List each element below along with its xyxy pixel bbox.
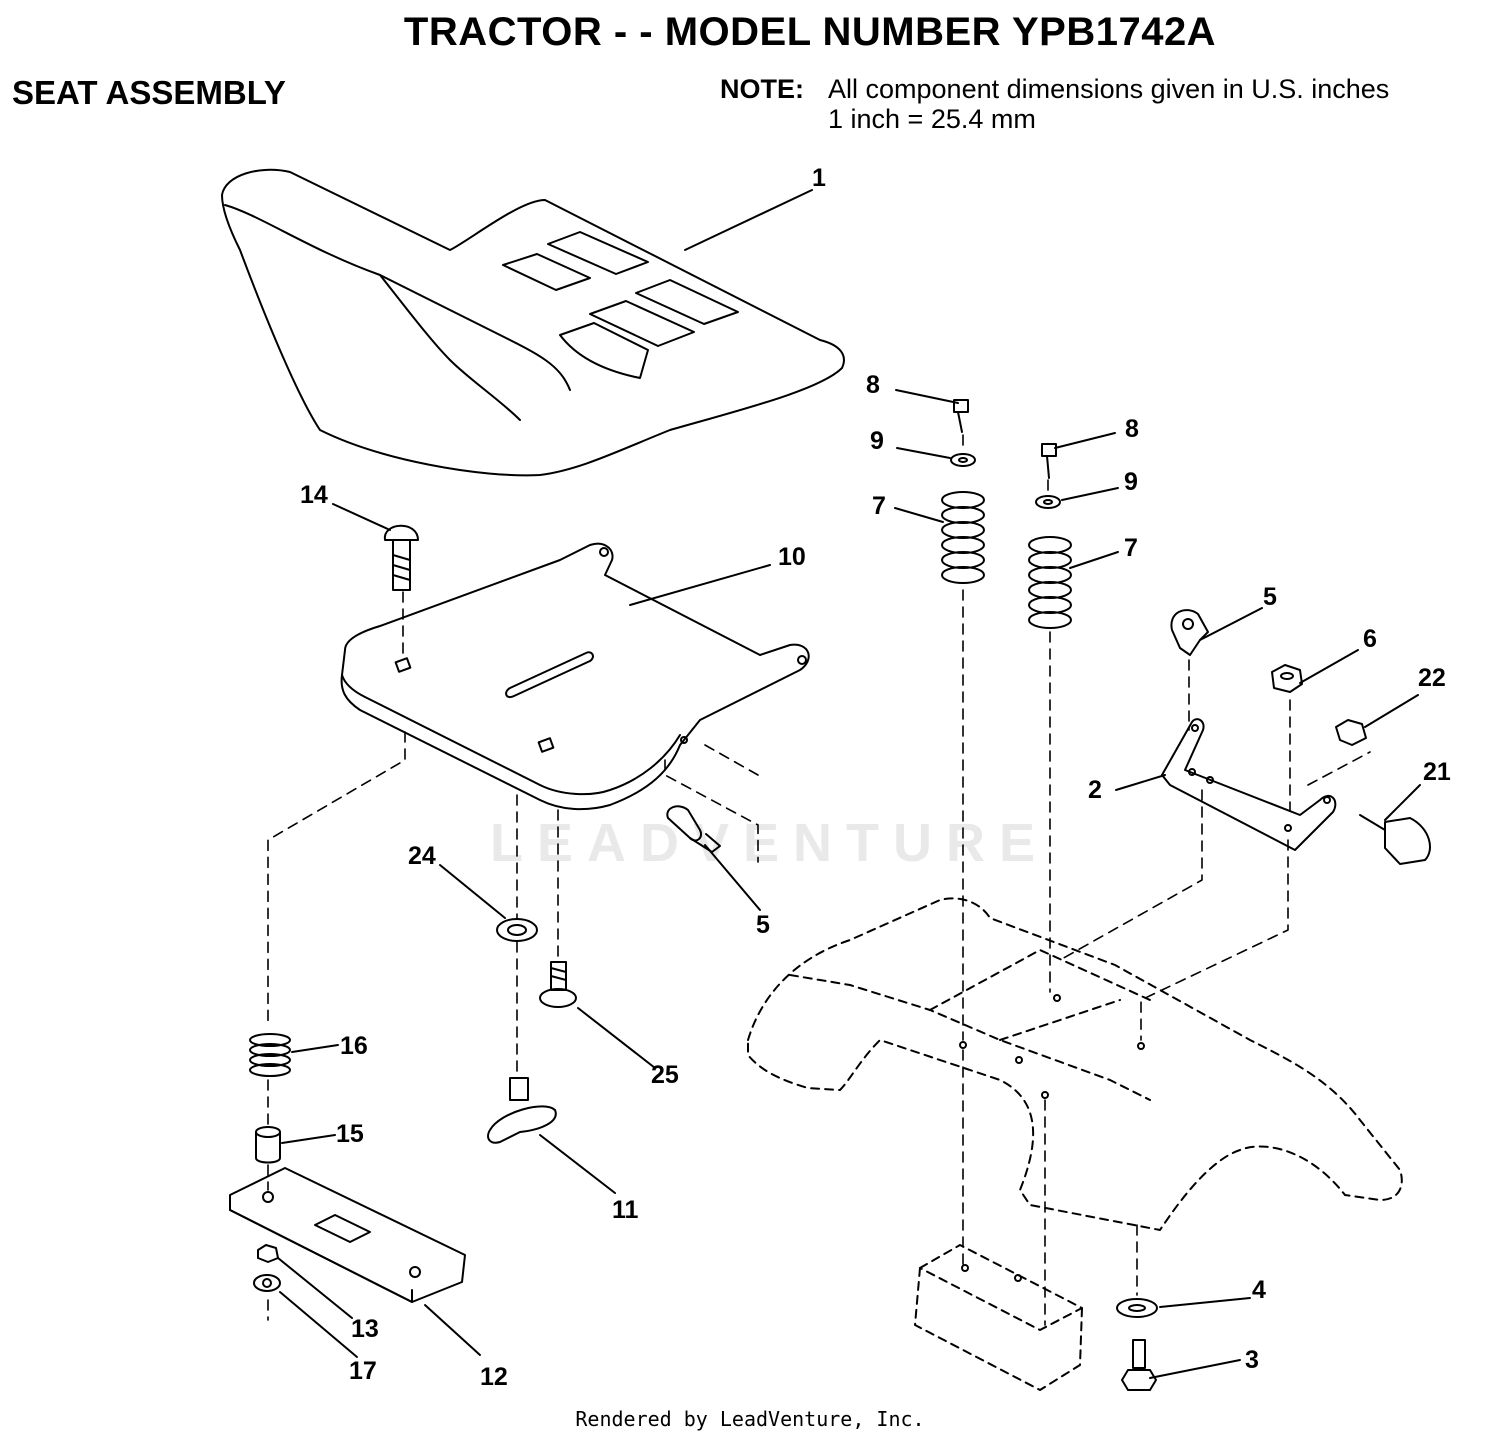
nut-part[interactable]	[1271, 664, 1303, 693]
callout-15: 15	[336, 1120, 364, 1148]
callout-6: 6	[1363, 625, 1377, 653]
callout-21: 21	[1423, 758, 1451, 786]
washer-part-right[interactable]	[1035, 495, 1061, 509]
callout-9-right: 9	[1124, 468, 1138, 496]
pin-part-right[interactable]	[1041, 443, 1057, 479]
page-title: TRACTOR - - MODEL NUMBER YPB1742A	[403, 10, 1217, 54]
carriage-bolt-part[interactable]	[383, 524, 419, 591]
hex-bolt-part[interactable]	[1359, 814, 1431, 865]
hex-nut-part[interactable]	[257, 1244, 279, 1263]
watermark: LEADVENTURE	[490, 813, 1050, 873]
callout-7-right: 7	[1124, 534, 1138, 562]
callout-2: 2	[1088, 776, 1102, 804]
callout-4: 4	[1252, 1276, 1266, 1304]
callout-25: 25	[651, 1061, 679, 1089]
note-line-1: All component dimensions given in U.S. i…	[828, 74, 1390, 104]
callout-24: 24	[408, 842, 436, 870]
coil-spring-part-right[interactable]	[1028, 536, 1072, 629]
callout-3: 3	[1245, 1346, 1259, 1374]
callout-16: 16	[340, 1032, 368, 1060]
large-washer-part[interactable]	[1116, 1298, 1158, 1318]
callout-7-left: 7	[872, 492, 886, 520]
fender-outline	[747, 897, 1403, 1391]
callout-8-right: 8	[1125, 415, 1139, 443]
seat-part[interactable]	[221, 168, 845, 477]
footer-credit: Rendered by LeadVenture, Inc.	[575, 1407, 925, 1431]
bracket-part[interactable]	[1161, 718, 1337, 851]
callout-5-left: 5	[756, 911, 770, 939]
cap-screw-part[interactable]	[1121, 1339, 1157, 1391]
washer-part-left[interactable]	[950, 453, 976, 467]
spacer-part[interactable]	[255, 1126, 281, 1164]
callout-14: 14	[300, 481, 328, 509]
note-line-2: 1 inch = 25.4 mm	[828, 104, 1036, 134]
callout-5-right: 5	[1263, 583, 1277, 611]
pin-part-left[interactable]	[953, 399, 969, 433]
clip-part-right[interactable]	[1170, 609, 1209, 656]
note-label: NOTE:	[720, 74, 804, 104]
flange-nut-part[interactable]	[253, 1274, 281, 1292]
spring-part[interactable]	[249, 1033, 291, 1077]
callout-22: 22	[1418, 664, 1446, 692]
clip-part-left[interactable]	[666, 805, 721, 853]
coil-spring-part-left[interactable]	[941, 491, 985, 584]
callout-12: 12	[480, 1363, 508, 1391]
assembly-lines	[267, 434, 1371, 1326]
callout-9-left: 9	[870, 427, 884, 455]
callout-13: 13	[351, 1315, 379, 1343]
callout-1: 1	[812, 164, 826, 192]
seat-pan-part[interactable]	[340, 542, 810, 811]
callout-8-left: 8	[866, 371, 880, 399]
fender-holes	[959, 994, 1145, 1282]
callout-11: 11	[612, 1196, 639, 1224]
callout-10: 10	[778, 543, 806, 571]
washer-part[interactable]	[496, 918, 538, 942]
locknut-part[interactable]	[1335, 719, 1367, 746]
leader-lines	[277, 189, 1421, 1379]
shoulder-bolt-part[interactable]	[539, 961, 577, 1008]
knob-part[interactable]	[487, 1077, 557, 1144]
slide-plate-part[interactable]	[229, 1167, 466, 1303]
callout-17: 17	[349, 1357, 377, 1385]
note-text: All component dimensions given in U.S. i…	[828, 74, 1389, 134]
section-title: SEAT ASSEMBLY	[12, 74, 286, 111]
